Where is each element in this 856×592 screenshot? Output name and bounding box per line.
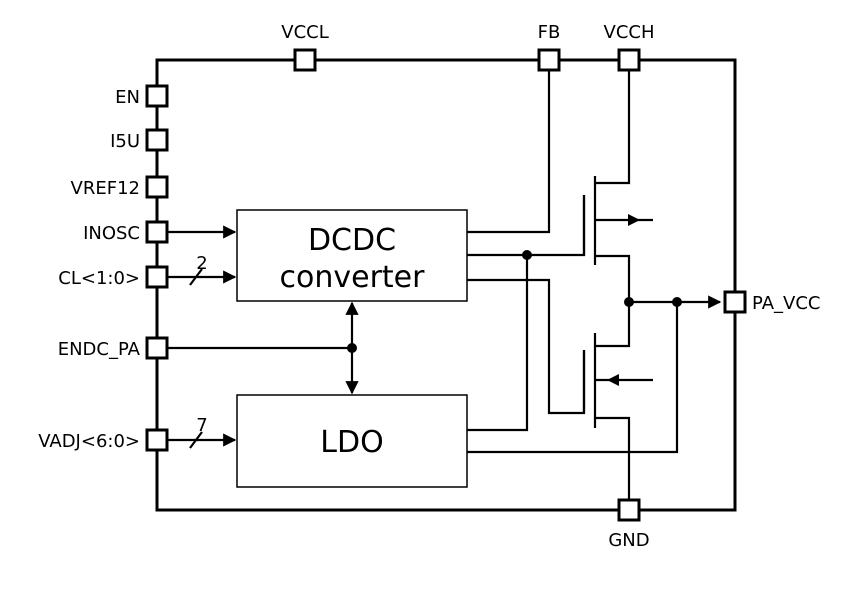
pad-vcch [617, 48, 641, 72]
pad-vadj [145, 428, 169, 452]
label-fb: FB [538, 22, 561, 43]
ldo-label: LDO [320, 425, 383, 460]
pad-gnd [617, 498, 641, 522]
pad-pa-vcc [723, 290, 747, 314]
low-side-body-arrow [607, 374, 619, 386]
dcdc-converter-block [236, 209, 468, 302]
low-side-source [595, 416, 631, 503]
low-side-drain [595, 302, 631, 348]
high-side-source [595, 254, 631, 302]
dcdc-gate-high-wire [467, 195, 586, 257]
high-side-body-arrow [628, 214, 640, 226]
label-en: EN [115, 87, 140, 108]
ldo-gate-wire [467, 255, 529, 432]
cl-bus-slash [189, 268, 203, 286]
high-side-drain [595, 68, 631, 185]
pad-i5u [145, 128, 169, 152]
label-inosc: INOSC [83, 223, 140, 244]
fb-wire [467, 68, 551, 234]
label-pa-vcc: PA_VCC [752, 293, 820, 314]
pad-inosc [145, 220, 169, 244]
ldo-block [236, 394, 468, 488]
label-cl: CL<1:0> [58, 268, 140, 289]
pad-en [145, 84, 169, 108]
label-vadj: VADJ<6:0> [38, 431, 140, 452]
pad-vref12 [145, 175, 169, 199]
dcdc-label-line1: DCDC [308, 223, 396, 258]
pad-endc-pa [145, 336, 169, 360]
pad-fb [537, 48, 561, 72]
vadj-bus-slash [189, 431, 203, 449]
label-vccl: VCCL [281, 22, 328, 43]
bus-width-vadj: 7 [196, 415, 207, 436]
pad-vccl [293, 48, 317, 72]
dcdc-label-line2: converter [280, 260, 426, 295]
label-endc-pa: ENDC_PA [58, 339, 141, 360]
label-i5u: I5U [110, 131, 140, 152]
junction-dot-endc [347, 343, 357, 353]
ldo-out-wire [467, 302, 679, 454]
label-vref12: VREF12 [71, 178, 140, 199]
label-gnd: GND [608, 530, 649, 551]
bus-width-cl: 2 [196, 253, 207, 274]
dcdc-gate-low-wire [467, 278, 586, 415]
pad-cl [145, 265, 169, 289]
label-vcch: VCCH [604, 22, 655, 43]
